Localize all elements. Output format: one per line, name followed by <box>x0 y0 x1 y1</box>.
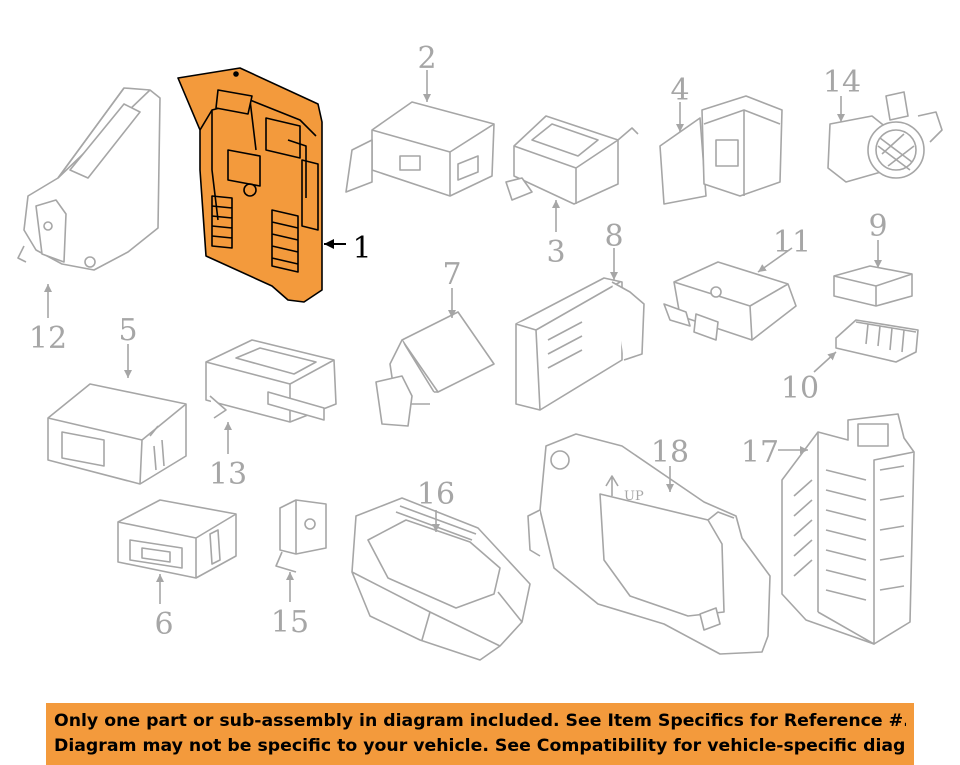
label-part-18: 18 <box>651 435 689 470</box>
label-part-9: 9 <box>868 209 887 244</box>
part-8-module <box>515 277 645 411</box>
part-6-module <box>117 499 237 579</box>
part-15-connector <box>275 499 327 573</box>
disclaimer-banner: Only one part or sub-assembly in diagram… <box>46 703 914 765</box>
part-9-connector <box>833 265 913 307</box>
part-18-up-marking: UP <box>624 489 644 504</box>
label-part-1: 1 <box>352 231 371 266</box>
part-13-module <box>205 339 337 423</box>
leader-lines <box>44 70 882 604</box>
part-14-sensor <box>827 91 943 183</box>
part-16-module <box>351 497 531 661</box>
part-1-module-highlighted <box>177 67 323 303</box>
label-part-13: 13 <box>209 457 247 492</box>
part-10-connector <box>835 319 919 363</box>
part-3-module <box>505 115 639 205</box>
part-12-module <box>17 87 161 271</box>
part-11-module <box>663 261 797 341</box>
label-part-3: 3 <box>546 235 565 270</box>
label-part-5: 5 <box>118 313 137 348</box>
label-part-14: 14 <box>823 65 861 100</box>
label-part-12: 12 <box>29 321 67 356</box>
label-part-11: 11 <box>773 225 811 260</box>
part-18-bracket <box>527 433 771 655</box>
disclaimer-line-1: Only one part or sub-assembly in diagram… <box>54 711 906 731</box>
part-17-module <box>781 413 915 645</box>
label-part-8: 8 <box>604 219 623 254</box>
label-part-16: 16 <box>417 477 455 512</box>
label-part-2: 2 <box>417 41 436 76</box>
part-2-module <box>345 101 495 197</box>
label-part-7: 7 <box>442 257 461 292</box>
part-4-bracket <box>659 95 783 205</box>
disclaimer-line-2: Diagram may not be specific to your vehi… <box>54 736 906 756</box>
label-part-4: 4 <box>670 73 689 108</box>
label-part-15: 15 <box>271 605 309 640</box>
label-part-6: 6 <box>154 607 173 642</box>
part-5-module <box>47 383 187 485</box>
part-7-module <box>375 311 495 427</box>
label-part-17: 17 <box>741 435 779 470</box>
label-part-10: 10 <box>781 371 819 406</box>
